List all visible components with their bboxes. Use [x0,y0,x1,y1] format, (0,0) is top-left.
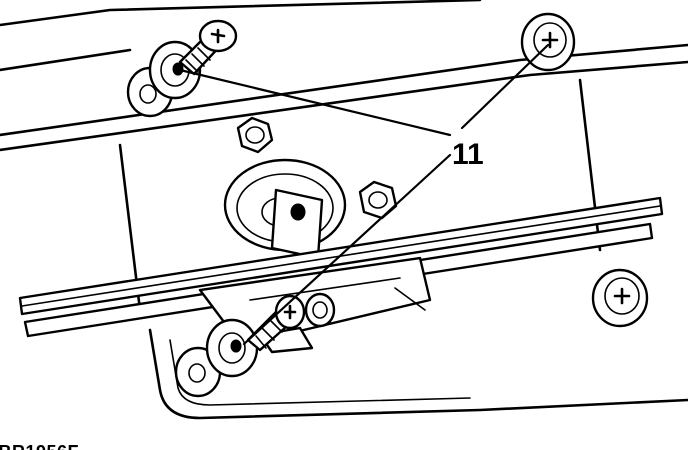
top-right-screw [520,12,576,72]
upper-nut [236,116,274,154]
top-left-screw [178,19,238,76]
bottom-screw [246,294,306,352]
right-screw [591,268,649,328]
door-panel [0,0,688,420]
center-nut [358,180,398,220]
bottom-washer [205,318,259,378]
figure-code: JBR1956F [0,442,79,450]
regulator-drum [223,158,347,260]
callout-leader-lines [178,43,550,346]
lower-small-nut [304,292,336,328]
callout-number: 11 [452,138,484,171]
